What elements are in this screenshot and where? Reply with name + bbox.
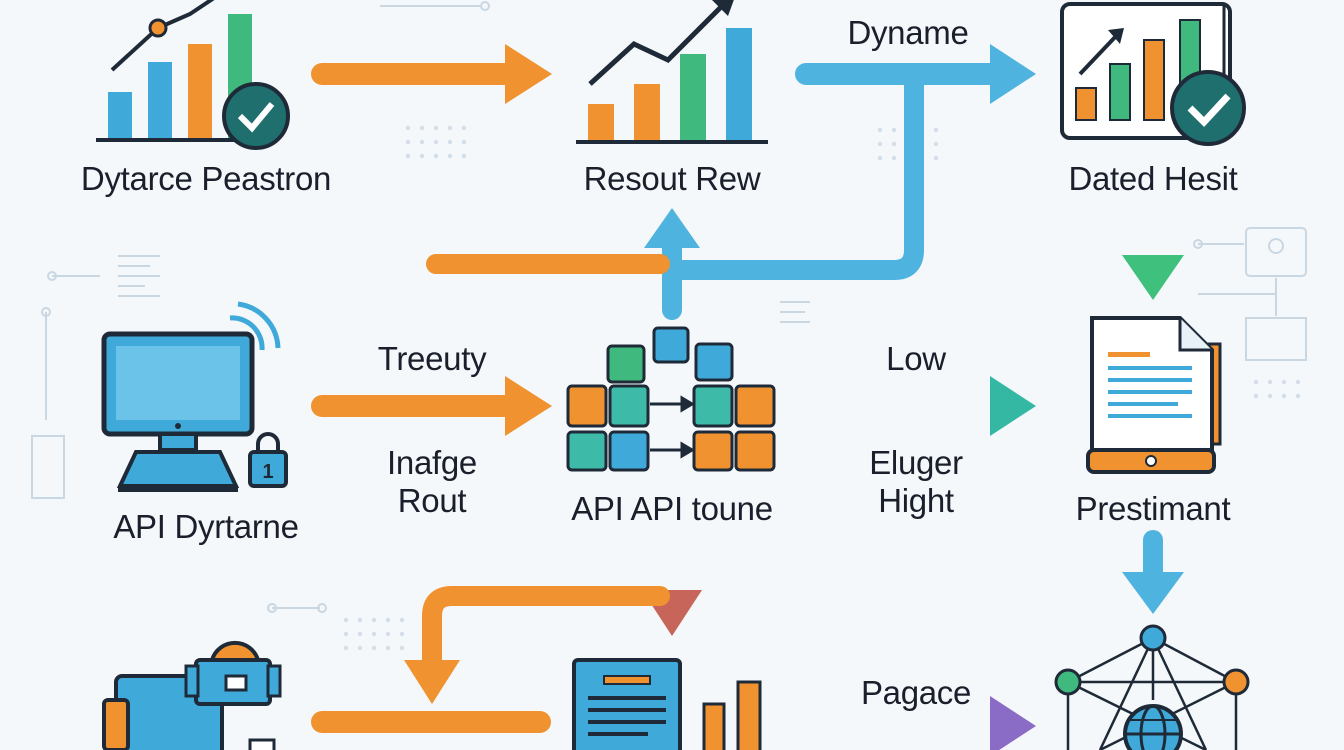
loop-connector-orange xyxy=(404,586,670,704)
node-label-api-dyrtarne: API Dyrtarne xyxy=(113,508,299,545)
block-grid-icon xyxy=(566,326,776,472)
node-label-dated-hesit: Dated Hesit xyxy=(1068,160,1238,197)
report-chart-check-icon xyxy=(1060,2,1246,146)
node-label-api-api-toune: API API toune xyxy=(571,490,773,527)
arrow-blocks-to-prestimant xyxy=(795,376,1036,436)
background-decoration xyxy=(31,1,1307,613)
trend-chart-icon xyxy=(576,0,768,144)
svg-text:1: 1 xyxy=(262,461,273,483)
arrow-dytarce-to-resout xyxy=(311,44,552,104)
document-icon xyxy=(1086,316,1222,474)
node-label-prestimant: Prestimant xyxy=(1075,490,1231,527)
loop-connector-blue xyxy=(644,74,924,320)
edge-label-inafge-rout: Inafge Rout xyxy=(387,444,477,519)
arrow-api-dyrtarne-to-blocks xyxy=(311,376,552,436)
edge-label-eluger-hight: Eluger Hight xyxy=(869,444,963,519)
monitor-lock-icon: 1 xyxy=(101,301,288,492)
document-bars-icon xyxy=(572,658,762,750)
edge-label-low: Low xyxy=(886,340,946,377)
arrow-prestimant-to-network xyxy=(1122,530,1184,614)
edge-label-dyname: Dyname xyxy=(847,14,969,51)
bar-chart-check-icon xyxy=(96,0,290,150)
robot-device-icon xyxy=(102,640,282,750)
arrow-dated-to-prestimant xyxy=(1122,202,1184,300)
connectors xyxy=(311,44,1184,750)
network-globe-icon xyxy=(1054,624,1250,750)
node-label-resout-rew: Resout Rew xyxy=(583,160,761,197)
edge-label-pagace: Pagace xyxy=(860,674,972,711)
node-label-dytarce-peastron: Dytarce Peastron xyxy=(80,160,332,197)
edge-label-treeuty: Treeuty xyxy=(377,340,487,377)
arrow-resout-to-dated xyxy=(795,44,1036,104)
arrow-row3-pagace xyxy=(795,696,1036,750)
